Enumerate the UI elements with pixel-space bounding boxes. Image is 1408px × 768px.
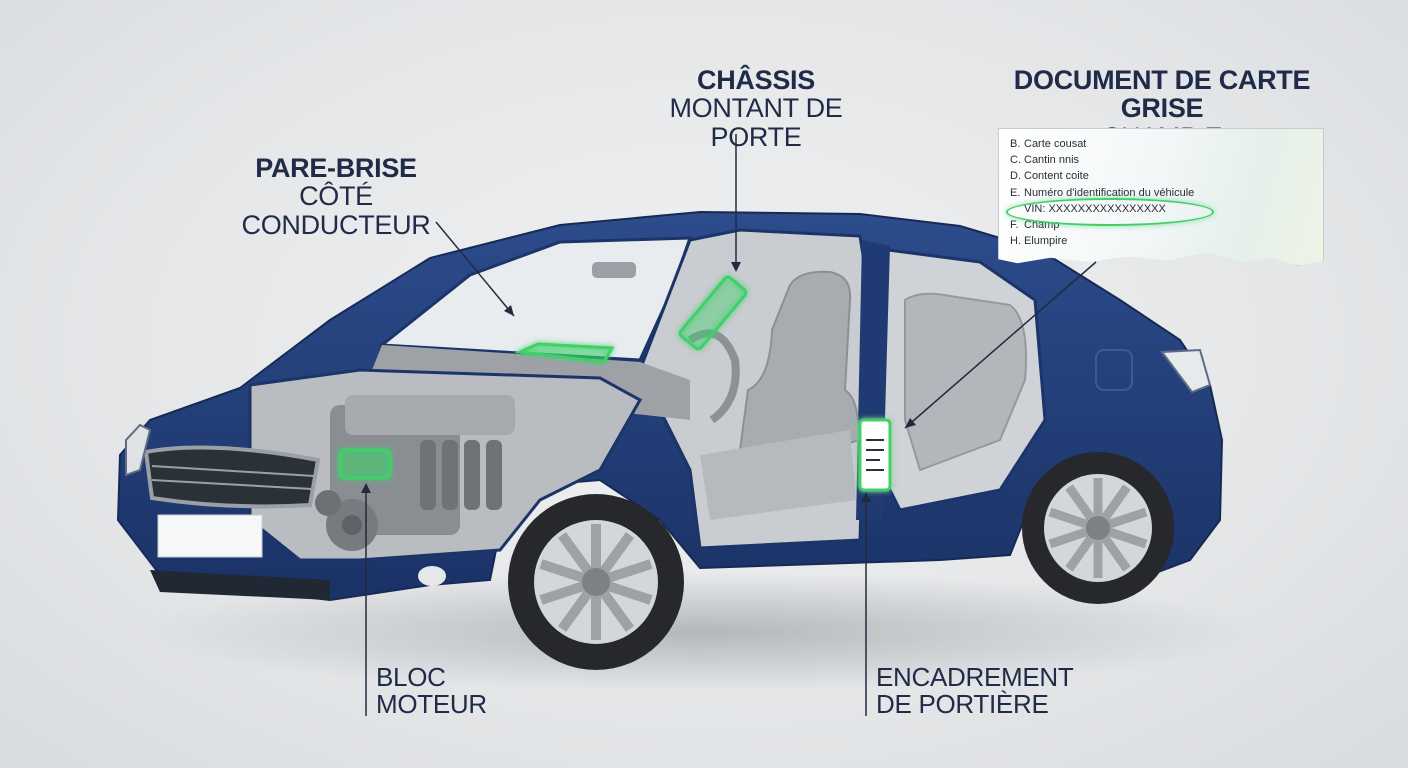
document-label-title: DOCUMENT DE CARTE GRISE bbox=[1013, 65, 1311, 124]
pulley-small bbox=[315, 490, 341, 516]
pulley-hub bbox=[342, 515, 362, 535]
chassis-label: CHÂSSIS MONTANT DE PORTE bbox=[626, 66, 886, 151]
pillar-vin-highlight bbox=[678, 275, 748, 351]
front-wheel bbox=[508, 494, 684, 670]
document-field: B.Carte cousat bbox=[1010, 138, 1087, 150]
door-frame-label: ENCADREMENT DE PORTIÈRE bbox=[876, 662, 1076, 720]
windshield-label-title: PARE-BRISE bbox=[255, 153, 417, 183]
registration-document: B.Carte cousat C.Cantin nnis D.Content c… bbox=[998, 128, 1324, 266]
engine-fins bbox=[420, 440, 502, 510]
windshield-label: PARE-BRISE CÔTÉ CONDUCTEUR bbox=[214, 154, 458, 239]
grille-bars bbox=[151, 465, 315, 490]
document-field: E.Numéro d'identification du véhicule bbox=[1010, 186, 1195, 199]
arrow-heads bbox=[361, 262, 916, 502]
ground-shadow bbox=[140, 572, 1260, 692]
engine-label-line2: MOTEUR bbox=[376, 689, 487, 720]
mirror bbox=[592, 262, 636, 278]
headlight bbox=[125, 423, 152, 477]
rear-seat bbox=[904, 292, 1027, 472]
fog-light bbox=[418, 566, 446, 586]
front-seat-cushion bbox=[700, 430, 856, 520]
chassis-label-subtitle: MONTANT DE PORTE bbox=[669, 93, 843, 152]
license-plate bbox=[157, 514, 263, 558]
door-frame-label-line1: ENCADREMENT bbox=[876, 662, 1074, 692]
front-grille bbox=[143, 445, 321, 509]
windshield-label-subtitle: CÔTÉ CONDUCTEUR bbox=[241, 181, 431, 240]
document-field: H.Elumpire bbox=[1010, 235, 1068, 248]
rear-wheel bbox=[1022, 452, 1174, 604]
engine-vin-highlight bbox=[338, 448, 392, 480]
rear-light bbox=[1160, 348, 1212, 394]
fuel-cap bbox=[1095, 349, 1133, 391]
vin-highlight-ring bbox=[1006, 198, 1214, 226]
chassis-label-title: CHÂSSIS bbox=[697, 65, 815, 95]
engine-cover bbox=[345, 395, 515, 435]
engine-label: BLOC MOTEUR bbox=[376, 662, 516, 720]
arrow-document bbox=[904, 261, 1097, 429]
windshield-vin-highlight bbox=[514, 342, 615, 364]
lower-grille bbox=[150, 570, 330, 600]
document-paper bbox=[998, 128, 1324, 266]
engine-label-line1: BLOC bbox=[376, 662, 446, 692]
document-field: C.Cantin nnis bbox=[1010, 154, 1080, 167]
front-seat bbox=[738, 270, 860, 472]
door-frame-vin-highlight bbox=[858, 418, 892, 492]
arrow-windshield bbox=[435, 221, 515, 317]
document-field: D.Content coite bbox=[1010, 170, 1089, 183]
door-frame-label-line2: DE PORTIÈRE bbox=[876, 689, 1049, 720]
callout-arrows bbox=[365, 134, 1097, 716]
door-sticker-lines bbox=[866, 439, 884, 471]
document-fields: B.Carte cousat C.Cantin nnis D.Content c… bbox=[1010, 136, 1194, 249]
